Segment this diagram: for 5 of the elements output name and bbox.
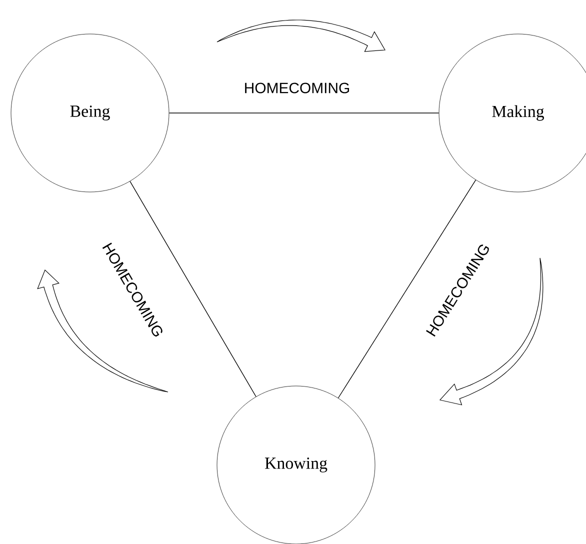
- circle-node: Being: [10, 34, 170, 192]
- connector-line: [168, 112, 440, 114]
- connector-line: [130, 181, 256, 397]
- edge-label: HOMECOMING: [245, 82, 350, 94]
- connector-line: [338, 180, 476, 398]
